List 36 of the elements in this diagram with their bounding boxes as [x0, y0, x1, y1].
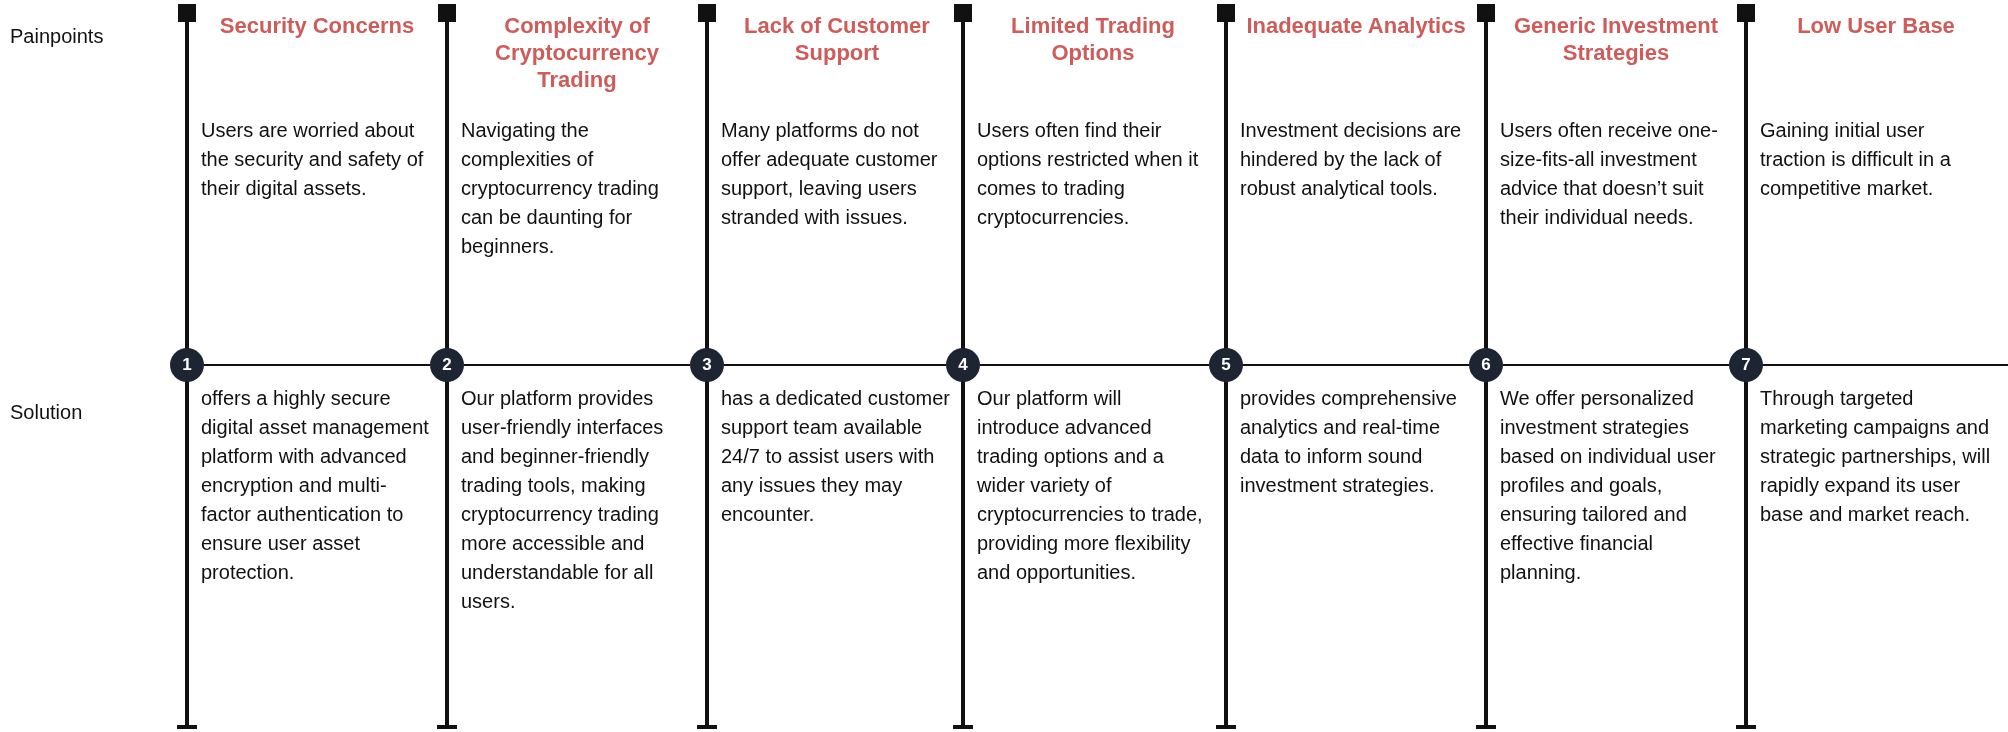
timeline-line: [463, 364, 691, 366]
solution-description: Our platform provides user-friendly interfaces and beginner-friendly trading tools, making cryptocurrency trading more accessible and understandable for all users.: [461, 386, 665, 614]
painpoint-heading: Limited Trading Options: [1010, 12, 1176, 66]
timeline-line: [1502, 364, 1730, 366]
painpoint-heading: Security Concerns: [218, 12, 416, 39]
painpoint-description: Users are worried about the security and safety of their digital assets.: [201, 118, 425, 201]
painpoint-heading: Low User Base: [1796, 12, 1956, 39]
row-label: Solution: [10, 400, 83, 425]
solution-description: offers a highly secure digital asset management platform with advanced encryption and multi-factor authentication to ensure user asset protection.: [201, 386, 430, 585]
solution-description: We offer personalized investment strategies based on individual user profiles and goals, ensuring tailored and effective financial planning.: [1500, 386, 1717, 585]
painpoint-heading: Lack of Customer Support: [743, 12, 931, 66]
step-number-circle: 4: [946, 348, 980, 382]
timeline-line: [1242, 364, 1470, 366]
timeline-line: [723, 364, 947, 366]
step-number-circle: 2: [430, 348, 464, 382]
step-number-circle: 1: [170, 348, 204, 382]
painpoint-description: Users often receive one-size-fits-all investment advice that doesn’t suit their individual needs.: [1500, 118, 1719, 230]
solution-description: has a dedicated customer support team available 24/7 to assist users with any issues they may encounter.: [721, 386, 952, 527]
timeline-line: [979, 364, 1210, 366]
step-number-circle: 6: [1469, 348, 1503, 382]
painpoint-description: Gaining initial user traction is difficult in a competitive market.: [1760, 118, 1952, 201]
row-label: Painpoints: [10, 24, 104, 49]
painpoint-description: Many platforms do not offer adequate customer support, leaving users stranded with issues.: [721, 118, 939, 230]
solution-description: Through targeted marketing campaigns and strategic partnerships, will rapidly expand its user base and market reach.: [1760, 386, 1992, 527]
timeline-line: [203, 364, 431, 366]
painpoint-heading: Generic Investment Strategies: [1512, 12, 1720, 66]
painpoint-description: Navigating the complexities of cryptocurrency trading can be daunting for beginners.: [461, 118, 660, 259]
step-number-circle: 7: [1729, 348, 1763, 382]
solution-description: Our platform will introduce advanced trading options and a wider variety of cryptocurrencies to trade, providing more flexibility and opportunities.: [977, 386, 1204, 585]
step-number-circle: 3: [690, 348, 724, 382]
painpoint-heading: Inadequate Analytics: [1245, 12, 1467, 39]
painpoint-description: Users often find their options restricted when it comes to trading cryptocurrencies.: [977, 118, 1200, 230]
painpoint-description: Investment decisions are hindered by the lack of robust analytical tools.: [1240, 118, 1463, 201]
step-number-circle: 5: [1209, 348, 1243, 382]
painpoint-heading: Complexity of Cryptocurrency Trading: [494, 12, 660, 93]
solution-description: provides comprehensive analytics and real-time data to inform sound investment strategies.: [1240, 386, 1458, 498]
